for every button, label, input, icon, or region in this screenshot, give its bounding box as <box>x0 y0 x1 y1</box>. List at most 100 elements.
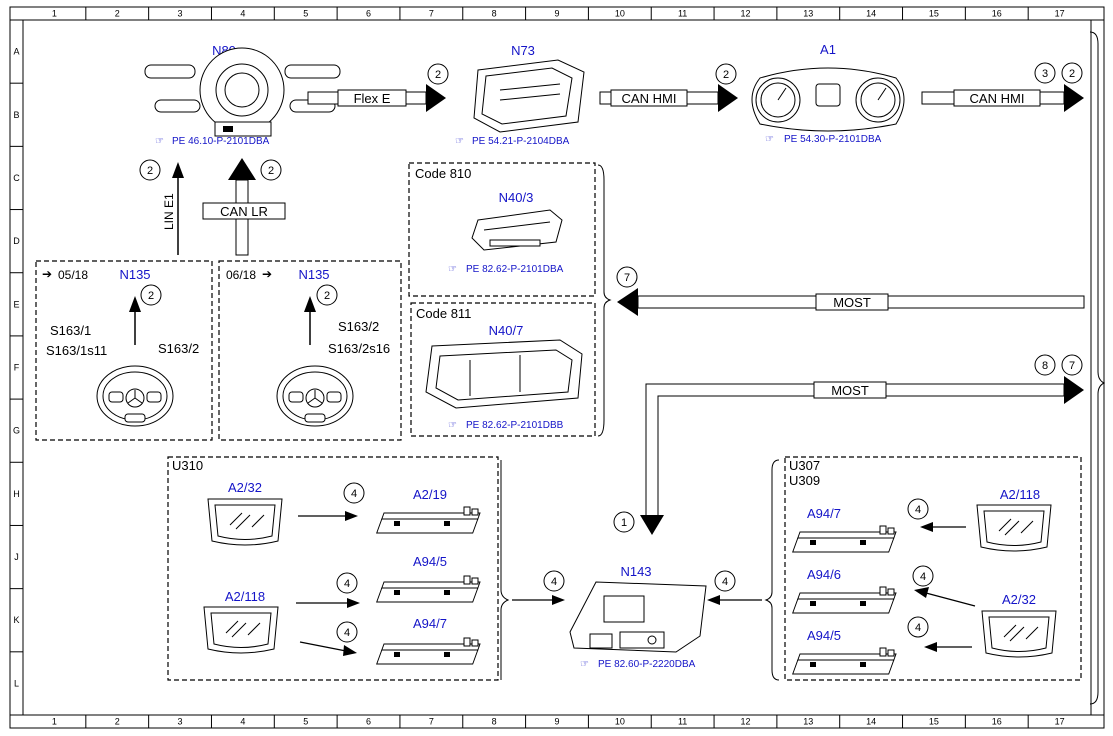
marker: 4 <box>920 571 926 583</box>
n143-ref: PE 82.60-P-2220DBA <box>598 659 696 670</box>
marker: 2 <box>324 290 330 302</box>
code-label: Code 811 <box>416 306 471 321</box>
grid-column-label: 14 <box>866 717 876 727</box>
n73-label: N73 <box>511 43 535 58</box>
can-hmi-label: CAN HMI <box>622 91 677 106</box>
antenna-module-icon <box>376 575 481 603</box>
a1-component: A1 ☞ PE 54.30-P-2101DBA <box>751 42 905 145</box>
n40-3-box: Code 810 N40/3 ☞ PE 82.62-P-2101DBA <box>408 162 596 297</box>
u307-to-n143: 4 <box>707 570 762 605</box>
grid-column-label: 4 <box>240 9 245 19</box>
grid-column-label: 7 <box>429 9 434 19</box>
grid-column-label: 2 <box>115 717 120 727</box>
antenna-label: A94/5 <box>413 554 447 569</box>
grid-column-label: 9 <box>554 9 559 19</box>
antenna-label: A2/32 <box>228 480 262 495</box>
grid-row-label: H <box>13 489 20 499</box>
right-brace <box>1089 31 1106 705</box>
most-out-connection: MOST 8 7 1 <box>613 354 1084 535</box>
u310-label: U310 <box>172 458 203 473</box>
antenna-label: A94/6 <box>807 567 841 582</box>
antenna-module-icon <box>792 525 897 553</box>
n40-3-label: N40/3 <box>499 190 534 205</box>
a1-ref: PE 54.30-P-2101DBA <box>784 134 882 145</box>
can-hmi-label-2: CAN HMI <box>970 91 1025 106</box>
n80-ref-icon: ☞ <box>155 136 164 147</box>
grid-column-label: 15 <box>929 9 939 19</box>
grid-column-label: 17 <box>1055 9 1065 19</box>
switch-label: S163/2 <box>338 319 379 334</box>
marker: 4 <box>344 627 350 639</box>
n135-label: N135 <box>298 267 329 282</box>
n40-7-box: Code 811 N40/7 ☞ PE 82.62-P-2101DBB <box>410 302 596 437</box>
windscreen-icon <box>976 504 1052 552</box>
grid-column-label: 7 <box>429 717 434 727</box>
switch-label: S163/2 <box>158 341 199 356</box>
lin-e1-label: LIN E1 <box>162 193 176 230</box>
grid-column-label: 1 <box>52 717 57 727</box>
grid-column-label: 1 <box>52 9 57 19</box>
antenna-label: A2/118 <box>225 589 265 604</box>
grid-column-label: 10 <box>615 717 625 727</box>
n40-3-ref-icon: ☞ <box>448 264 457 275</box>
grid-row-label: K <box>13 615 19 625</box>
n40-3-ref: PE 82.62-P-2101DBA <box>466 264 564 275</box>
grid-column-label: 12 <box>740 717 750 727</box>
grid-column-label: 6 <box>366 717 371 727</box>
grid-column-label: 16 <box>992 717 1002 727</box>
grid-row-label: J <box>14 552 19 562</box>
marker: 4 <box>551 576 557 588</box>
windscreen-icon <box>207 498 283 546</box>
u310-box: U310 A2/32 A2/19 4 A94/5 A2/118 4 A94/7 … <box>167 456 499 681</box>
n40-7-ref: PE 82.62-P-2101DBB <box>466 420 564 431</box>
most-label: MOST <box>833 295 871 310</box>
grid-row-label: F <box>14 363 20 373</box>
marker: 2 <box>147 165 153 177</box>
flex-e-label: Flex E <box>354 91 391 106</box>
can-lr-label: CAN LR <box>220 204 268 219</box>
grid-row-label: E <box>13 299 19 309</box>
grid-column-label: 5 <box>303 717 308 727</box>
n143-ref-icon: ☞ <box>580 659 589 670</box>
u309-label: U309 <box>789 473 820 488</box>
grid-column-label: 8 <box>492 9 497 19</box>
antenna-module-icon <box>792 647 897 675</box>
marker: 7 <box>624 272 630 284</box>
n143-component: N143 ☞ PE 82.60-P-2220DBA <box>569 564 707 670</box>
switch-label: S163/2s16 <box>328 341 390 356</box>
n73-component: N73 ☞ PE 54.21-P-2104DBA <box>455 43 585 147</box>
windscreen-icon <box>203 606 279 654</box>
antenna-module-icon <box>376 637 481 665</box>
marker: 1 <box>621 517 627 529</box>
marker: 2 <box>1069 68 1075 80</box>
antenna-label: A2/19 <box>413 487 447 502</box>
marker: 4 <box>915 504 921 516</box>
switch-label: S163/1 <box>50 323 91 338</box>
marker: 2 <box>723 69 729 81</box>
antenna-label: A94/7 <box>413 616 447 631</box>
marker: 4 <box>722 576 728 588</box>
can-lr-connection: CAN LR 2 <box>202 158 286 256</box>
grid-column-label: 13 <box>803 9 813 19</box>
grid-column-label: 11 <box>678 9 687 19</box>
marker: 3 <box>1042 68 1048 80</box>
grid-frame: 1122334455667788991010111112121313141415… <box>9 6 1105 729</box>
n73-ref-icon: ☞ <box>455 136 464 147</box>
u307-label: U307 <box>789 458 820 473</box>
grid-column-label: 16 <box>992 9 1002 19</box>
u307-box: U307 U309 A2/118 A94/7 4 A94/6 A2/32 4 A… <box>784 456 1082 681</box>
n80-component: N80 ☞ PE 46.10-P-2101DBA <box>144 43 341 147</box>
date-label: 05/18 <box>58 268 88 282</box>
date-arrow-icon: ➔ <box>262 267 272 281</box>
antenna-label: A94/7 <box>807 506 841 521</box>
date-arrow-icon: ➔ <box>42 267 52 281</box>
antenna-label: A2/32 <box>1002 592 1036 607</box>
antenna-label: A94/5 <box>807 628 841 643</box>
grid-column-label: 13 <box>803 717 813 727</box>
most-in-connection: MOST 7 <box>616 266 1085 316</box>
grid-row-label: L <box>14 678 19 688</box>
grid-column-label: 4 <box>240 717 245 727</box>
marker: 7 <box>1069 360 1075 372</box>
n73-ref: PE 54.21-P-2104DBA <box>472 136 570 147</box>
